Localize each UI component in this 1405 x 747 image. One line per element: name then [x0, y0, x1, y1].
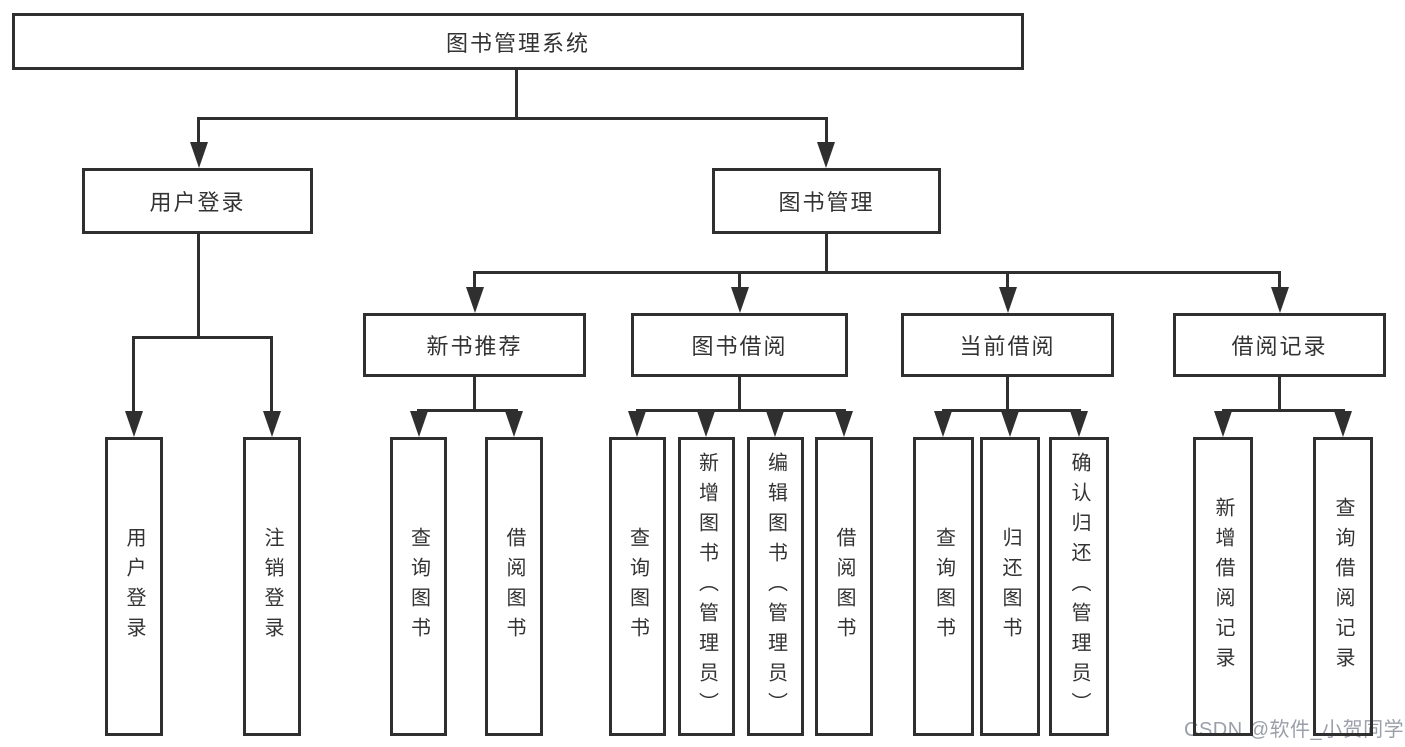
connector-root-branch [197, 117, 828, 120]
connector-drop-current-borrow [1006, 271, 1009, 289]
arrowhead-to-rec-query-books [410, 411, 428, 437]
leaf-label: 查询图书 [626, 526, 649, 647]
node-book-borrow: 图书借阅 [631, 313, 848, 377]
leaf-label: 查询借阅记录 [1332, 496, 1354, 677]
leaf-label: 借阅图书 [833, 526, 855, 647]
arrowhead-to-leaf-logout [263, 411, 281, 437]
leaf-user-login: 用户登录 [105, 437, 163, 736]
leaf-logout: 注销登录 [243, 437, 301, 736]
connector-root-drop-left [197, 117, 200, 147]
node-library-management-system: 图书管理系统 [12, 13, 1024, 70]
arrowhead-to-borrow-records [1271, 287, 1289, 313]
leaf-label: 查询图书 [932, 526, 955, 647]
arrowhead-to-current-borrow [999, 287, 1017, 313]
node-label: 新书推荐 [426, 334, 523, 359]
arrowhead-to-bb-query-books [628, 411, 646, 437]
leaf-label: 新增图书（管理员） [695, 451, 718, 722]
connector-new-rec-stem [473, 377, 476, 412]
arrowhead-to-rec-borrow-books [505, 411, 523, 437]
arrowhead-to-br-query-record [1334, 411, 1352, 437]
arrowhead-to-cb-confirm-return [1070, 411, 1088, 437]
node-book-management: 图书管理 [712, 168, 941, 234]
leaf-label: 确认归还（管理员） [1068, 451, 1090, 722]
arrowhead-to-book-management [817, 142, 835, 168]
node-label: 图书管理系统 [445, 30, 590, 56]
arrowhead-to-bb-edit-books [766, 411, 784, 437]
connector-book-mgmt-stem [825, 234, 828, 273]
connector-new-rec-branch [417, 409, 518, 412]
arrowhead-to-br-add-record [1214, 411, 1232, 437]
node-current-borrow: 当前借阅 [901, 313, 1114, 377]
leaf-label: 用户登录 [123, 526, 145, 647]
connector-records-stem [1278, 377, 1281, 412]
connector-drop-borrow-records [1278, 271, 1281, 289]
connector-book-borrow-stem [738, 377, 741, 412]
leaf-rec-borrow-books: 借阅图书 [485, 437, 543, 736]
arrowhead-to-cb-return-books [1001, 411, 1019, 437]
connector-book-borrow-branch [636, 409, 846, 412]
node-user-login: 用户登录 [82, 168, 313, 234]
arrowhead-to-bb-add-books [697, 411, 715, 437]
arrowhead-to-bb-borrow-books [835, 411, 853, 437]
leaf-label: 归还图书 [999, 526, 1021, 647]
leaf-label: 注销登录 [261, 526, 283, 647]
csdn-watermark: CSDN @软件_小贺同学 [1184, 719, 1405, 741]
node-label: 图书管理 [778, 190, 875, 215]
connector-user-login-branch [132, 336, 273, 339]
leaf-label: 借阅图书 [503, 526, 525, 647]
node-new-book-recommend: 新书推荐 [363, 313, 586, 377]
node-label: 借阅记录 [1231, 334, 1328, 359]
arrowhead-to-new-recommend [466, 287, 484, 313]
leaf-rec-query-books: 查询图书 [390, 437, 447, 736]
connector-user-login-drop-left [132, 336, 135, 414]
leaf-label: 编辑图书（管理员） [764, 451, 787, 722]
connector-user-login-stem [197, 234, 200, 338]
leaf-bb-borrow-books: 借阅图书 [815, 437, 873, 736]
connector-current-branch [942, 409, 1081, 412]
connector-current-stem [1006, 377, 1009, 412]
leaf-label: 新增借阅记录 [1212, 496, 1234, 677]
node-label: 图书借阅 [691, 334, 788, 359]
leaf-br-query-record: 查询借阅记录 [1313, 437, 1373, 736]
connector-root-drop-right [825, 117, 828, 147]
arrowhead-to-leaf-user-login [125, 411, 143, 437]
leaf-cb-return-books: 归还图书 [980, 437, 1040, 736]
leaf-br-add-record: 新增借阅记录 [1193, 437, 1253, 736]
connector-drop-book-borrow [738, 271, 741, 289]
leaf-bb-add-books-admin: 新增图书（管理员） [678, 437, 735, 736]
connector-user-login-drop-right [270, 336, 273, 414]
arrowhead-to-user-login [190, 142, 208, 168]
connector-root-stem [515, 70, 518, 119]
arrowhead-to-book-borrow [731, 287, 749, 313]
arrowhead-to-cb-query-books [934, 411, 952, 437]
leaf-cb-confirm-return-admin: 确认归还（管理员） [1049, 437, 1109, 736]
leaf-bb-edit-books-admin: 编辑图书（管理员） [747, 437, 804, 736]
connector-records-branch [1222, 409, 1345, 412]
leaf-cb-query-books: 查询图书 [913, 437, 974, 736]
node-label: 当前借阅 [959, 334, 1056, 359]
leaf-label: 查询图书 [407, 526, 430, 647]
node-borrow-records: 借阅记录 [1173, 313, 1386, 377]
leaf-bb-query-books: 查询图书 [609, 437, 666, 736]
connector-drop-new-recommend [473, 271, 476, 289]
connector-book-mgmt-branch [473, 271, 1281, 274]
node-label: 用户登录 [149, 190, 246, 215]
